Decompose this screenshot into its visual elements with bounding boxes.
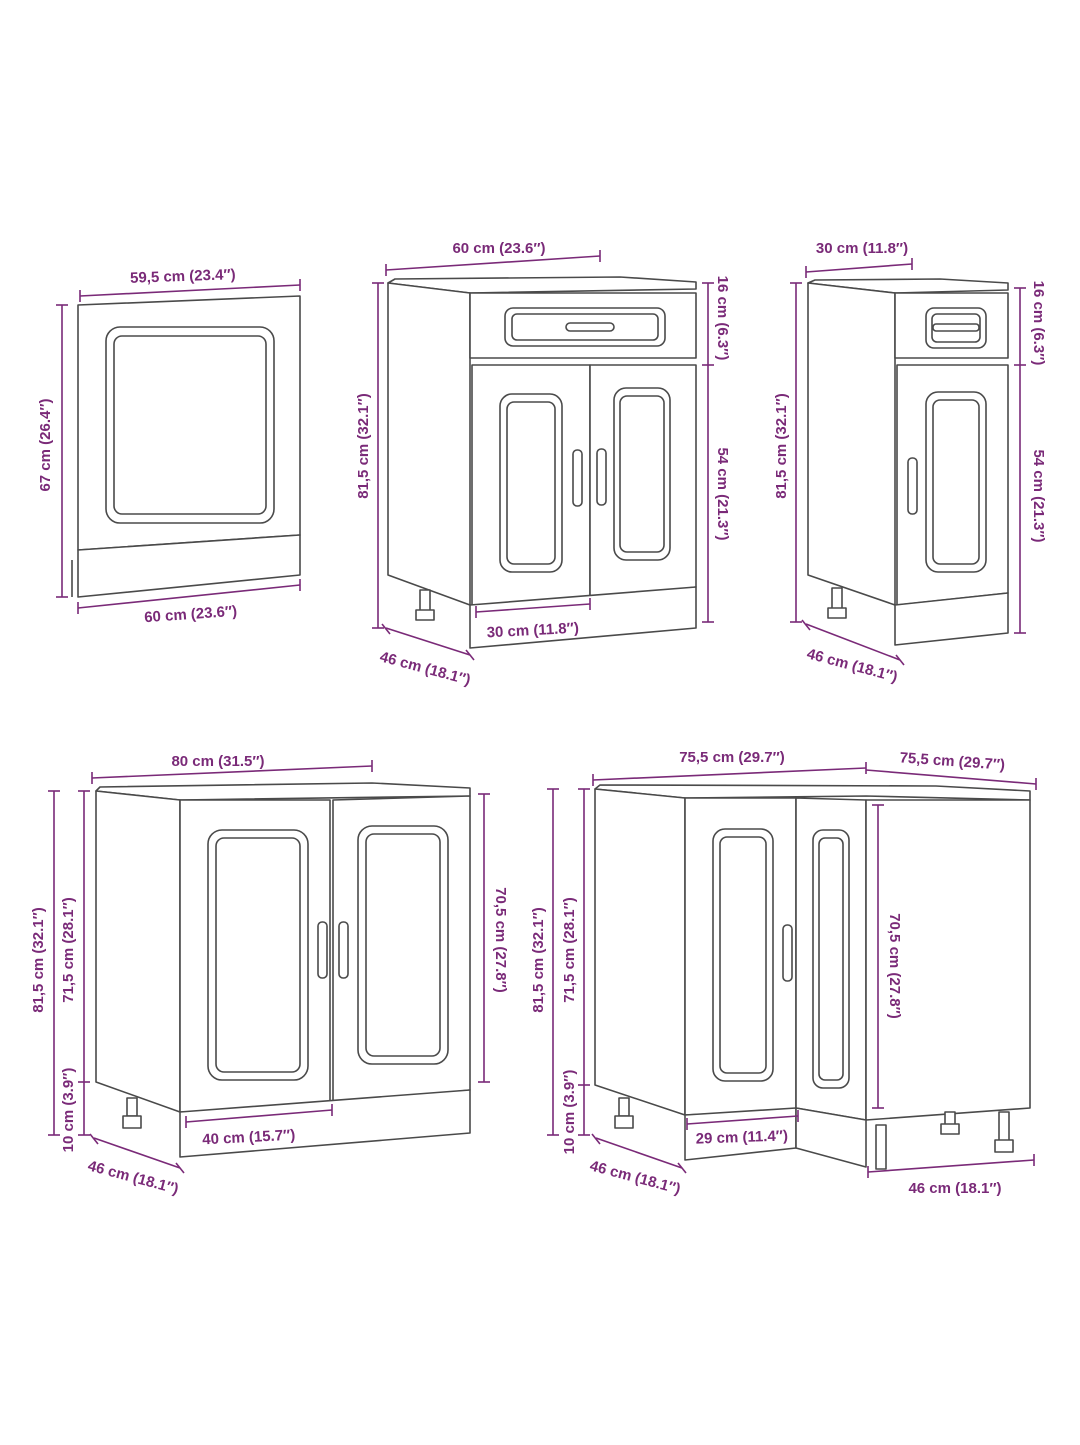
door-height-label: 54 cm (21.3″): [1030, 449, 1047, 542]
bottom-width-label: 60 cm (23.6″): [144, 603, 238, 626]
dimension-lines: [48, 760, 490, 1174]
top-width-label: 59,5 cm (23.4″): [130, 266, 236, 287]
cabinet-drawing: [807, 278, 1009, 646]
depth-label: 46 cm (18.1″): [378, 648, 472, 689]
dimension-lines: [547, 762, 1037, 1178]
width-label: 60 cm (23.6″): [452, 240, 545, 257]
height-label: 81,5 cm (32.1″): [355, 393, 372, 499]
cabinet-drawing: [387, 276, 697, 649]
panel-drawing: [71, 295, 301, 598]
door-width-label: 40 cm (15.7″): [202, 1127, 296, 1149]
width-label: 30 cm (11.8″): [816, 240, 908, 257]
door-width-label: 29 cm (11.4″): [695, 1127, 788, 1147]
door-width-label: 30 cm (11.8″): [486, 620, 579, 642]
width-right-label: 75,5 cm (29.7″): [899, 749, 1006, 773]
plinth-height-label: 10 cm (3.9″): [60, 1068, 77, 1153]
height-label: 81,5 cm (32.1″): [30, 907, 47, 1013]
door-height-label: 54 cm (21.3″): [714, 447, 731, 540]
drawer-base-cabinet-30: 30 cm (11.8″) 81,5 cm (32.1″) 16 cm (6.3…: [773, 240, 1047, 686]
depth-right-label: 46 cm (18.1″): [908, 1180, 1001, 1197]
drawer-height-label: 16 cm (6.3″): [714, 276, 731, 361]
height-label: 81,5 cm (32.1″): [530, 907, 547, 1013]
width-left-label: 75,5 cm (29.7″): [679, 749, 785, 766]
plinth-height-label: 10 cm (3.9″): [561, 1070, 578, 1155]
body-height-label: 71,5 cm (28.1″): [561, 897, 578, 1003]
drawer-base-cabinet-60: 60 cm (23.6″) 81,5 cm (32.1″) 16 cm (6.3…: [355, 240, 731, 689]
dimension-lines: [372, 250, 714, 661]
width-label: 80 cm (31.5″): [171, 753, 264, 770]
dimension-lines: [56, 279, 301, 614]
door-height-label: 70,5 cm (27.8″): [886, 913, 903, 1019]
height-label: 81,5 cm (32.1″): [773, 393, 790, 499]
depth-label: 46 cm (18.1″): [805, 645, 899, 686]
oven-front-panel: 59,5 cm (23.4″) 67 cm (26.4″) 60 cm (23.…: [37, 266, 301, 626]
cabinet-drawing: [594, 784, 1031, 1170]
body-height-label: 71,5 cm (28.1″): [60, 897, 77, 1003]
drawer-height-label: 16 cm (6.3″): [1030, 281, 1047, 366]
height-label: 67 cm (26.4″): [37, 398, 54, 491]
sink-base-cabinet-80: 80 cm (31.5″) 81,5 cm (32.1″) 71,5 cm (2…: [30, 753, 509, 1198]
cabinet-drawing: [95, 782, 471, 1158]
door-height-label: 70,5 cm (27.8″): [492, 887, 509, 993]
dimension-lines: [790, 258, 1026, 666]
corner-base-cabinet: 75,5 cm (29.7″) 75,5 cm (29.7″) 81,5 cm …: [530, 749, 1037, 1198]
